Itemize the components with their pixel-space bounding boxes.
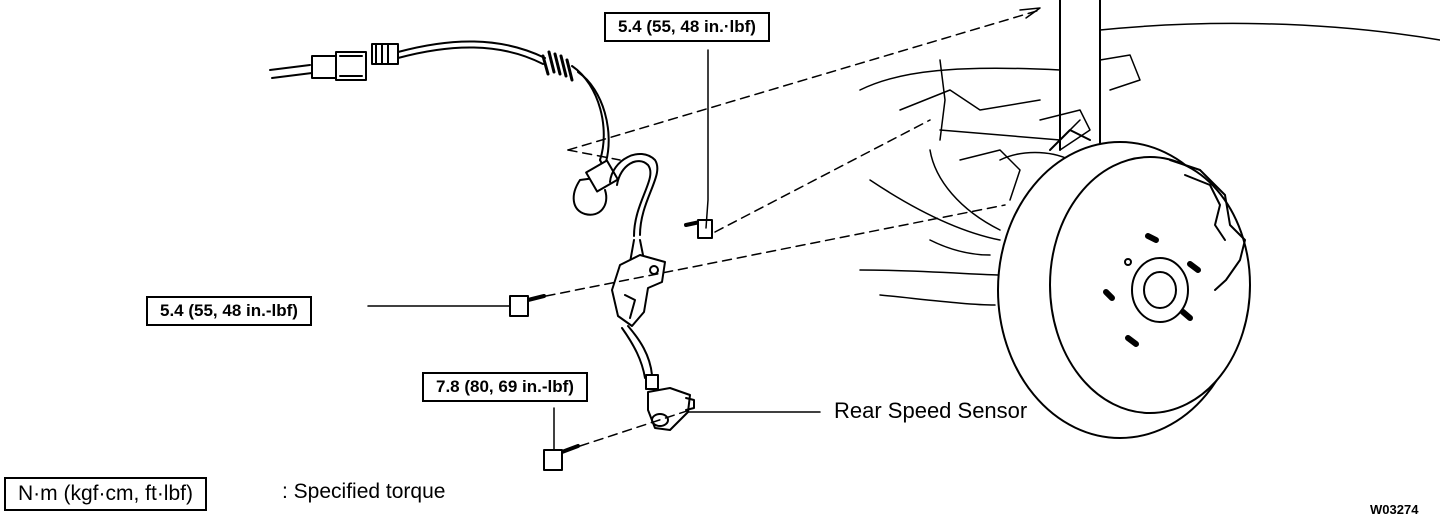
- vehicle-body-outline: [859, 0, 1440, 306]
- legend-unit-box: N·m (kgf·cm, ft·lbf): [4, 477, 207, 511]
- bolt-lower: [543, 407, 580, 471]
- torque-spec-upper: 5.4 (55, 48 in.·lbf): [604, 12, 770, 42]
- figure-id: W03274: [1370, 502, 1419, 517]
- torque-spec-lower: 7.8 (80, 69 in.-lbf): [422, 372, 588, 402]
- rear-speed-sensor: [647, 387, 695, 431]
- torque-spec-middle: 5.4 (55, 48 in.-lbf): [146, 296, 312, 326]
- bolt-upper: [684, 49, 713, 239]
- installation-guide-lines: [545, 7, 1041, 447]
- legend-description: : Specified torque: [282, 480, 446, 503]
- sensor-wire-harness: [269, 40, 659, 269]
- brake-disc-assembly: [997, 129, 1251, 439]
- bolt-middle: [367, 294, 546, 317]
- sensor-bracket: [611, 254, 666, 390]
- rear-speed-sensor-label: Rear Speed Sensor: [834, 398, 1028, 423]
